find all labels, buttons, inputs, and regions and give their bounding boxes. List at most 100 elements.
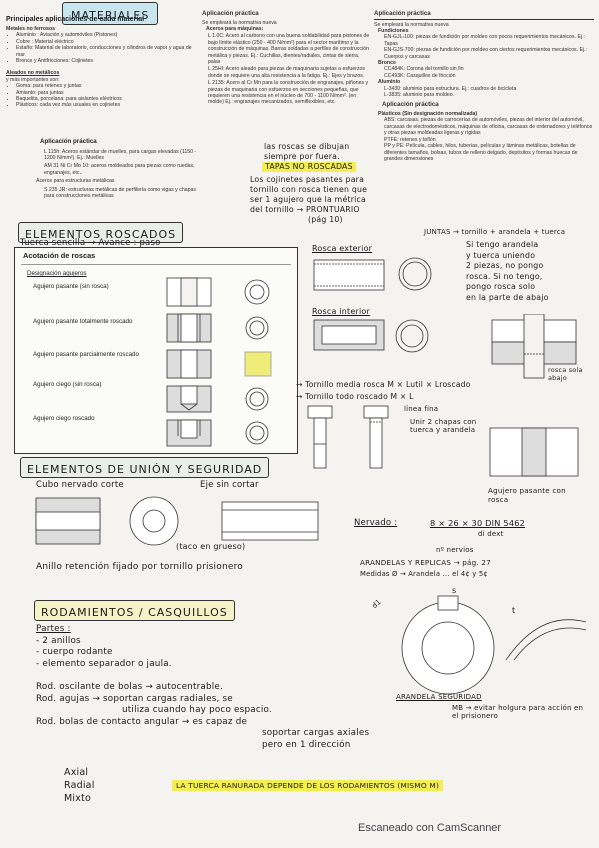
- aplic-left-line: L 115h: Aceros estándar de muelles, para…: [44, 148, 197, 161]
- acotacion-title: Acotación de roscas: [23, 251, 96, 260]
- tornillo-todo-note: → Tornillo todo roscado M × L: [296, 392, 414, 401]
- aleados-sub: y más importantes son:: [6, 76, 60, 83]
- arandela-seg-label: ARANDELA SEGURIDAD: [396, 693, 482, 701]
- rodamientos-title-text: RODAMIENTOS / CASQUILLOS: [41, 606, 228, 619]
- right-item: L-3430: aluminio para estructura. Ej.: c…: [384, 85, 517, 92]
- tipos-block: Axial Radial Mixto: [64, 766, 95, 805]
- rod-line: pero en 1 dirección: [262, 739, 351, 750]
- rodamientos-types: Rod. oscilante de bolas → autocentrable.…: [36, 682, 369, 751]
- hand-note-line: tornillo con rosca tienen que: [250, 185, 368, 194]
- right-item: EN-GJL-100: piezas de fundición por mold…: [384, 34, 585, 47]
- dim-s: s: [452, 586, 457, 595]
- rosca-diagrams: [313, 257, 432, 353]
- right-item: CC484K: Corona del tornillo sin fin: [384, 66, 464, 73]
- right-top-block: Aplicación práctica Se empleará la norma…: [374, 10, 594, 162]
- designacion-title: Designación agujeros: [27, 270, 87, 277]
- si-tengo-line: 2 piezas, no pongo: [466, 261, 544, 270]
- si-tengo-line: pongo rosca solo: [466, 282, 536, 291]
- hole-item: Agujero pasante (sin rosca): [33, 283, 109, 290]
- right-heading-2: Aplicación práctica: [382, 101, 439, 109]
- junta-diagram: [491, 314, 577, 379]
- tuerca-note: Tuerca sencilla → Avance : paso: [20, 238, 161, 248]
- aplic-left-line: AM 31 Ni Cr Mo 10: aceros moldeados para…: [44, 163, 195, 176]
- anillo-note: Anillo retención fijado por tornillo pri…: [36, 562, 244, 572]
- juntas-note: JUNTAS → tornillo + arandela + tuerca: [424, 228, 566, 236]
- metales-no-ferrosos-label: Metales no ferrosos: [6, 26, 56, 32]
- rod-line: Rod. agujas → soportan cargas radiales, …: [36, 693, 233, 704]
- rod-line: soportar cargas axiales: [262, 728, 370, 738]
- mb-note: MB → evitar holgura para acción en el pr…: [452, 704, 584, 720]
- partes-item: - 2 anillos: [36, 635, 81, 646]
- list-item: Estaño: Material de laboratorio, conducc…: [16, 45, 198, 58]
- list-item: Plásticos: cada vez más usuales en cojin…: [16, 102, 198, 108]
- taco-note: (taco en grueso): [176, 542, 246, 551]
- eje-label: Eje sin cortar: [200, 480, 259, 490]
- rosca-sola-note: rosca sola abajo: [548, 366, 583, 382]
- plasticos-item: ABS: carcasas, piezas de carrocerías de …: [384, 117, 593, 137]
- center-sub: Se empleará la normativa nueva: [202, 19, 277, 26]
- rod-line: Rod. oscilante de bolas → autocentrable.: [36, 682, 224, 692]
- aleados-title: Aleados no metálicos: [6, 70, 60, 77]
- materiales-title-text: MATERIALES: [71, 9, 150, 22]
- nervado-diam: di dext: [478, 530, 504, 538]
- agujero-pasante-note: Agujero pasante con rosca: [488, 486, 566, 504]
- right-heading: Aplicación práctica: [374, 10, 594, 20]
- right-item: CC493K: Casquillos de fricción: [384, 72, 456, 79]
- tornillos-diagram: [307, 405, 389, 469]
- center-top-block: Aplicación práctica Se empleará la norma…: [202, 10, 370, 106]
- si-tengo-line: Si tengo arandela: [466, 240, 539, 249]
- union-diagrams: [35, 496, 319, 546]
- tipo-item: Radial: [64, 780, 95, 791]
- tipo-item: Axial: [64, 767, 89, 778]
- nervado-nervios: nº nervios: [436, 546, 474, 554]
- acotacion-box: Acotación de roscas Designación agujeros…: [14, 247, 298, 454]
- camscanner-footer: Escaneado con CamScanner: [358, 822, 502, 834]
- hole-item: Agujero pasante parcialmente roscado: [33, 351, 139, 358]
- hand-note-tapas: TAPAS NO ROSCADAS: [262, 162, 356, 172]
- union-title: ELEMENTOS DE UNIÓN Y SEGURIDAD: [20, 457, 270, 478]
- list-item: Cobre : Material eléctrico: [16, 39, 198, 45]
- aplic-left-line: Aceros para estructuras metálicas: [36, 178, 115, 185]
- agujero-pasante-diagram: [489, 427, 579, 477]
- center-heading: Aplicación práctica: [202, 10, 259, 17]
- right-item: Aluminio: [378, 79, 401, 86]
- tornillo-media-note: → Tornillo media rosca M × Lutil × Lrosc…: [296, 380, 471, 389]
- nervado-spec: 8 × 26 × 30 DIN 5462: [430, 518, 526, 528]
- hand-note-line: Los cojinetes pasantes para: [250, 175, 365, 184]
- list-item: Aluminio : Aviación y automóviles (Pisto…: [16, 32, 198, 38]
- partes-item: - elemento separador o jaula.: [36, 658, 172, 669]
- hole-item: Agujero ciego (sin rosca): [33, 381, 102, 388]
- center-item: Aceros para máquinas:: [206, 26, 264, 32]
- tuerca-ranurada-note: LA TUERCA RANURADA DEPENDE DE LOS RODAMI…: [172, 780, 444, 791]
- rod-line: Rod. bolas de contacto angular → es capa…: [36, 716, 248, 727]
- main-heading: Principales aplicaciones de cada materia…: [6, 16, 145, 23]
- plasticos-item: PP y PE: Película, cables, hilos, tuberí…: [384, 143, 578, 162]
- list-item: Bronce y Antifricciones: Cojinetes: [16, 58, 198, 64]
- aplic-left-line: S 235 JR: estructuras metálicas de perfi…: [44, 186, 196, 200]
- hand-note-line: las roscas se dibujan: [264, 142, 350, 151]
- hand-note-line: ser 1 agujero que la métrica: [250, 195, 366, 204]
- partes-block: Partes : - 2 anillos - cuerpo rodante - …: [36, 624, 172, 670]
- si-tengo-line: y tuerca uniendo: [466, 250, 536, 260]
- cubo-label: Cubo nervado corte: [36, 480, 124, 490]
- hand-notes-block: las roscas se dibujan siempre por fuera.…: [250, 142, 420, 225]
- hand-note-line: (pág 10): [308, 215, 343, 224]
- rosca-exterior-label: Rosca exterior: [312, 244, 373, 253]
- materiales-title: MATERIALES: [62, 2, 159, 25]
- hole-item: Agujero pasante totalmente roscado: [33, 318, 133, 325]
- plasticos-item: PTFE: retenes y teflón: [384, 136, 436, 143]
- right-item: Bronce: [378, 60, 396, 67]
- aplic-left-title: Aplicación práctica: [40, 138, 97, 145]
- arandelas-note: ARANDELAS Y REPLICAS → pág. 27: [360, 558, 491, 567]
- hand-note-line: siempre por fuera.: [264, 152, 340, 161]
- elementos-roscados-title-text: ELEMENTOS ROSCADOS: [25, 228, 177, 241]
- right-item: L-3835: aluminio para moldeo.: [384, 92, 455, 99]
- right-item: Fundiciones: [378, 28, 409, 34]
- list-item: Baquelita, porcelana: para aislantes elé…: [16, 96, 198, 102]
- si-tengo-line: rosca. Si no tengo,: [466, 271, 543, 281]
- center-item: L 25HI: Acero aleado para piezas de maqu…: [208, 66, 365, 79]
- rodamientos-title: RODAMIENTOS / CASQUILLOS: [34, 600, 235, 621]
- right-sub: Se empleará la normativa nueva: [374, 21, 449, 28]
- right-item: EN-GJS-700: piezas de fundición por mold…: [384, 47, 587, 60]
